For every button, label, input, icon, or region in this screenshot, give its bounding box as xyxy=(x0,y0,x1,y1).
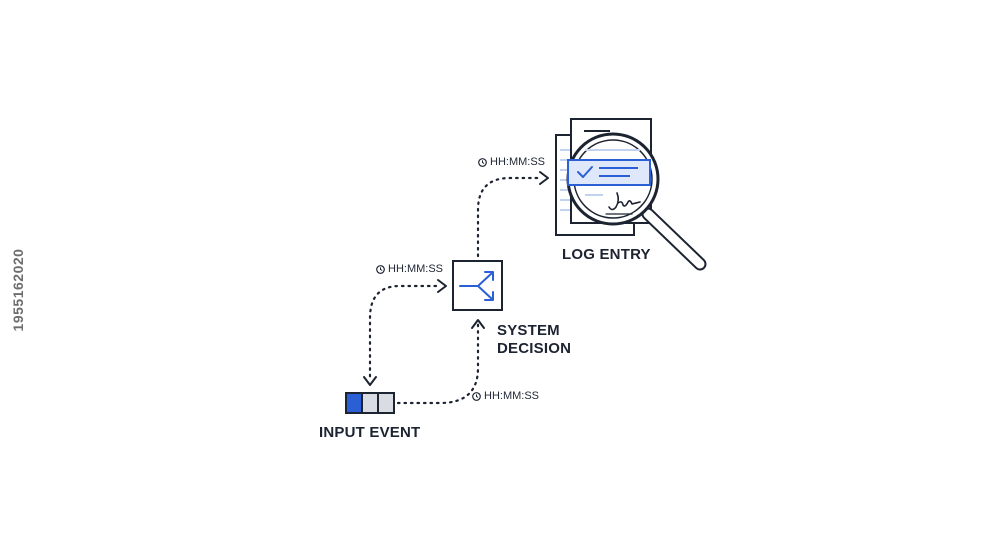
connector-decision-to-input xyxy=(368,284,438,380)
system-decision-label-line2: DECISION xyxy=(497,340,572,357)
timestamp-text: HH:MM:SS xyxy=(484,390,539,402)
timestamp-input-to-decision: HH:MM:SS xyxy=(472,389,539,403)
connector-decision-to-log xyxy=(476,176,542,258)
split-arrow-icon xyxy=(459,271,494,301)
signature-icon xyxy=(605,192,641,215)
magnifier-icon xyxy=(566,132,707,271)
clock-icon xyxy=(478,157,487,167)
input-event-label: INPUT EVENT xyxy=(319,424,421,441)
side-id-text: 1955162020 xyxy=(10,248,26,332)
log-entry-label: LOG ENTRY xyxy=(562,246,651,263)
timestamp-text: HH:MM:SS xyxy=(388,263,443,275)
arrowhead-down-input xyxy=(363,376,377,386)
arrowhead-up-decision xyxy=(471,319,485,329)
timestamp-text: HH:MM:SS xyxy=(490,156,545,168)
check-icon xyxy=(577,166,593,178)
arrowhead-right-decision xyxy=(437,279,447,293)
timestamp-decision-to-log: HH:MM:SS xyxy=(478,155,545,169)
arrowhead-right-log xyxy=(539,171,549,185)
system-decision-icon xyxy=(452,260,503,311)
timestamp-decision-to-input: HH:MM:SS xyxy=(376,262,443,276)
system-decision-label-line1: SYSTEM xyxy=(497,322,560,339)
clock-icon xyxy=(376,264,385,274)
input-event-icon xyxy=(345,392,395,414)
connector-input-to-decision xyxy=(396,320,480,405)
clock-icon xyxy=(472,391,481,401)
